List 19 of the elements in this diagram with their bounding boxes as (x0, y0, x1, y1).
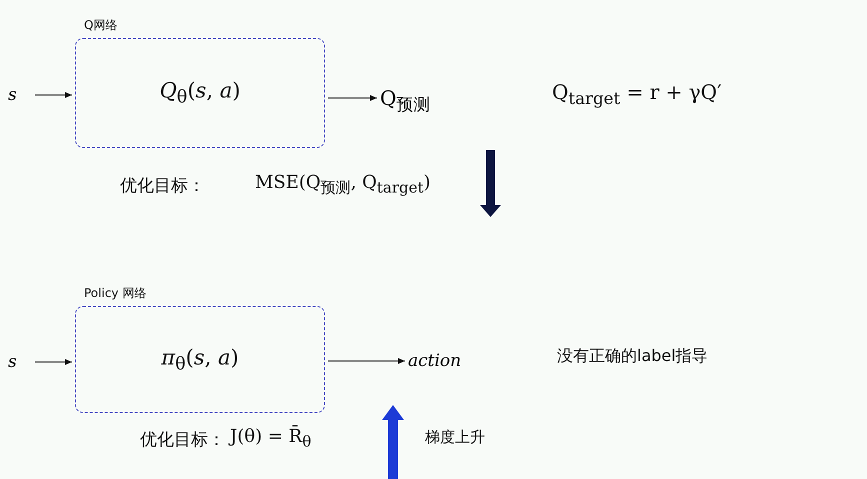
formula: π$_{θ}$(s, a) (161, 344, 239, 374)
node-label: s (8, 80, 32, 110)
node-label: Q$_{预测}$ (380, 80, 460, 116)
text-label: J(θ) = R̄$_{θ}$ (230, 426, 312, 451)
text-label: MSE(Q$_{预测}$, Q$_{target}$) (255, 172, 431, 198)
arrow (34, 359, 72, 365)
arrow (34, 92, 72, 98)
node-label: s (8, 347, 32, 377)
text-label: 优化目标： (140, 429, 225, 451)
text-label: Q$_{target}$ = r + γQ′ (552, 80, 722, 108)
text-label: 优化目标： (120, 175, 205, 197)
box-title: Q网络 (84, 17, 118, 34)
text-label: 梯度上升 (425, 428, 485, 447)
node-label: action (408, 346, 478, 376)
formula: Q$_{θ}$(s, a) (160, 78, 240, 108)
box-title: Policy 网络 (84, 285, 146, 302)
text-label: 没有正确的label指导 (557, 346, 708, 367)
arrow (328, 358, 406, 364)
arrow (328, 95, 378, 101)
